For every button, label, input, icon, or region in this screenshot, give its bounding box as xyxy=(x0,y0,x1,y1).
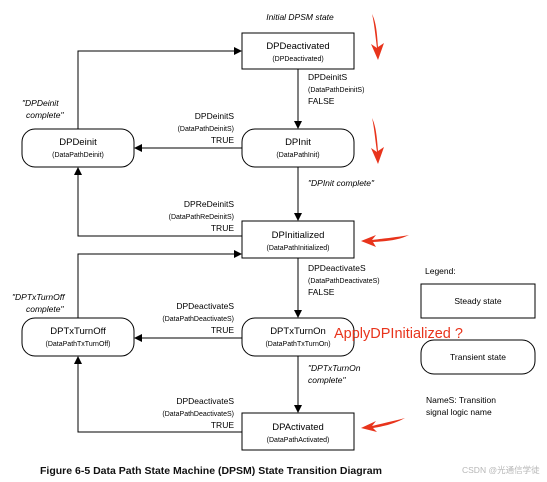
state-function: (DataPathTxTurnOn) xyxy=(265,341,330,348)
state-dptxturnoff: DPTxTurnOff (DataPathTxTurnOff) xyxy=(21,317,135,357)
transition-signal: DPDeinitS xyxy=(308,72,348,82)
state-function: (DataPathInit) xyxy=(276,152,319,159)
state-name: DPActivated xyxy=(272,422,324,433)
legend-title: Legend: xyxy=(425,266,456,276)
transition-signal: DPDeinitS xyxy=(195,111,235,121)
transition-function: (DataPathDeactivateS) xyxy=(162,411,234,418)
label-deactivated-to-init: DPDeinitS (DataPathDeinitS) FALSE xyxy=(308,72,364,106)
transition-function: (DataPathDeinitS) xyxy=(308,87,364,94)
state-name: DPInit xyxy=(285,137,311,148)
watermark: CSDN @光通信学徒 xyxy=(462,465,540,475)
transition-signal: DPDeactivateS xyxy=(308,263,366,273)
transition-function: (DataPathDeactivateS) xyxy=(308,278,380,285)
transition-value: TRUE xyxy=(211,325,234,335)
transition-function: (DataPathDeactivateS) xyxy=(162,316,234,323)
state-dpdeinit: DPDeinit (DataPathDeinit) xyxy=(21,128,135,168)
state-dpactivated: DPActivated (DataPathActivated) xyxy=(241,412,355,451)
transition-value: TRUE xyxy=(211,223,234,233)
transition-function: (DataPathReDeinitS) xyxy=(169,214,234,221)
transition-value: FALSE xyxy=(308,287,335,297)
txturnoff-complete-label-line1: "DPTxTurnOff xyxy=(12,292,66,302)
state-function: (DataPathInitialized) xyxy=(266,245,329,252)
legend: Legend: Steady state Transient state Nam… xyxy=(420,266,536,417)
state-name: DPDeactivated xyxy=(266,41,329,52)
red-annotation-arrows xyxy=(361,14,409,432)
legend-transient-swatch xyxy=(420,339,536,375)
transition-signal: DPReDeinitS xyxy=(184,199,234,209)
deinit-complete-label-line2: complete" xyxy=(26,110,64,120)
apply-dp-initialized-annotation: ApplyDPInitialized ? xyxy=(334,326,463,342)
transition-value: TRUE xyxy=(211,420,234,430)
txturnon-complete-label-line1: "DPTxTurnOn xyxy=(308,363,361,373)
init-complete-label: "DPInit complete" xyxy=(308,178,375,188)
state-name: DPInitialized xyxy=(272,230,325,241)
legend-names-line1: NameS: Transition xyxy=(426,395,496,405)
deinit-complete-label-line1: "DPDeinit xyxy=(22,98,59,108)
legend-names-line2: signal logic name xyxy=(426,407,492,417)
state-name: DPDeinit xyxy=(59,137,97,148)
label-initialized-to-txturnon: DPDeactivateS (DataPathDeactivateS) FALS… xyxy=(308,263,380,297)
state-name: DPTxTurnOff xyxy=(50,326,106,337)
red-arrow-left-1 xyxy=(361,235,409,247)
state-function: (DataPathActivated) xyxy=(267,437,330,444)
transition-signal: DPDeactivateS xyxy=(176,396,234,406)
state-function: (DataPathDeinit) xyxy=(52,152,104,159)
transition-signal: DPDeactivateS xyxy=(176,301,234,311)
arrow-initialized-to-deinit xyxy=(74,167,242,237)
state-dpdeactivated: DPDeactivated (DPDeactivated) xyxy=(241,32,355,70)
red-arrow-left-2 xyxy=(361,418,405,432)
state-function: (DataPathTxTurnOff) xyxy=(46,341,111,348)
state-dpinit: DPInit (DataPathInit) xyxy=(241,128,355,168)
red-arrow-down-2 xyxy=(371,118,384,164)
label-txturnon-to-txturnoff: DPDeactivateS (DataPathDeactivateS) TRUE xyxy=(162,301,234,335)
state-name: DPTxTurnOn xyxy=(270,326,326,337)
txturnon-complete-label-line2: complete" xyxy=(308,375,346,385)
label-activated-to-txturnoff: DPDeactivateS (DataPathDeactivateS) TRUE xyxy=(162,396,234,430)
red-arrow-down-1 xyxy=(371,14,384,60)
state-function: (DPDeactivated) xyxy=(272,56,323,63)
initial-state-label: Initial DPSM state xyxy=(266,12,334,22)
arrow-deinit-to-deactivated xyxy=(77,47,242,129)
legend-steady-label: Steady state xyxy=(454,296,502,306)
label-initialized-to-deinit: DPReDeinitS (DataPathReDeinitS) TRUE xyxy=(169,199,235,233)
legend-transient-label: Transient state xyxy=(450,352,506,362)
label-init-to-deinit: DPDeinitS (DataPathDeinitS) TRUE xyxy=(178,111,235,145)
legend-steady-swatch xyxy=(420,283,536,319)
figure-caption: Figure 6-5 Data Path State Machine (DPSM… xyxy=(40,465,382,477)
arrow-txturnoff-to-initialized xyxy=(77,250,242,318)
transition-value: TRUE xyxy=(211,135,234,145)
transition-function: (DataPathDeinitS) xyxy=(178,126,234,133)
state-dpinitialized: DPInitialized (DataPathInitialized) xyxy=(241,220,355,259)
arrow-activated-to-txturnoff xyxy=(74,356,242,433)
transition-value: FALSE xyxy=(308,96,335,106)
txturnoff-complete-label-line2: complete" xyxy=(26,304,64,314)
